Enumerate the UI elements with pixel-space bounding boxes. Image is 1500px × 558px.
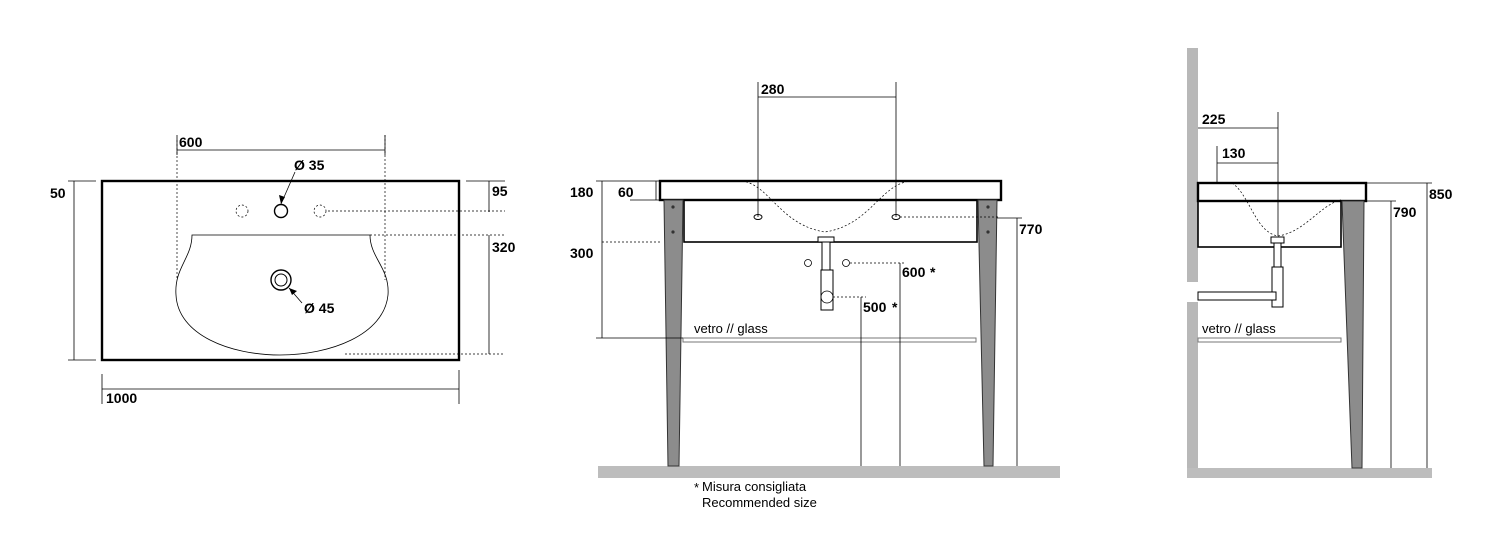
front-leg-right bbox=[977, 199, 998, 467]
side-glass-shelf bbox=[1197, 337, 1342, 343]
front-leg-left bbox=[663, 199, 684, 467]
side-siphon-waste bbox=[1270, 236, 1285, 244]
front-bowl-width-dimension: 280 bbox=[761, 81, 785, 97]
side-glass-label: vetro // glass bbox=[1202, 321, 1276, 336]
front-siphon-low-dimension: 500 bbox=[863, 299, 887, 315]
plan-outline bbox=[100, 179, 461, 362]
side-apron bbox=[1197, 200, 1342, 248]
front-note-line2: Recommended size bbox=[702, 495, 817, 510]
plan-tap-spacing-dimension: 600 bbox=[179, 134, 203, 150]
front-leg-height-dimension: 770 bbox=[1019, 221, 1043, 237]
front-bowl bbox=[741, 180, 911, 233]
front-siphon-waste bbox=[817, 236, 835, 243]
side-wall-upper bbox=[1187, 48, 1198, 282]
front-siphon-trap bbox=[820, 269, 834, 311]
side-floor bbox=[1187, 468, 1432, 478]
side-view: vetro // glass 225 130 790 850 bbox=[1187, 48, 1453, 478]
side-total-height-dimension: 850 bbox=[1429, 186, 1453, 202]
tap-hole bbox=[273, 203, 289, 219]
side-height-dimension: 790 bbox=[1393, 204, 1417, 220]
tap-hole-right-optional bbox=[313, 204, 327, 218]
plan-width-dimension: 1000 bbox=[106, 390, 137, 406]
front-top-thickness-dimension: 60 bbox=[618, 184, 634, 200]
plan-waste-hole-dimension: Ø 45 bbox=[304, 300, 335, 316]
waste-hole-outer bbox=[270, 269, 292, 291]
waste-hole-inner bbox=[274, 273, 288, 287]
plan-tap-hole-dimension: Ø 35 bbox=[294, 157, 325, 173]
side-siphon-pipe bbox=[1197, 291, 1277, 301]
svg-text:*: * bbox=[694, 480, 699, 495]
side-bowl bbox=[1231, 182, 1342, 237]
front-view: vetro // glass 280 180 60 300 770 600 * … bbox=[570, 81, 1060, 510]
side-waste-wall-dimension: 130 bbox=[1222, 145, 1246, 161]
plan-basin-depth-dimension: 320 bbox=[492, 239, 516, 255]
side-tap-wall-dimension: 225 bbox=[1202, 111, 1226, 127]
plan-tap-offset-dimension: 95 bbox=[492, 183, 508, 199]
front-floor bbox=[598, 466, 1060, 478]
svg-text:*: * bbox=[930, 264, 936, 280]
side-wall-lower bbox=[1187, 302, 1198, 478]
front-note-line1: Misura consigliata bbox=[702, 479, 807, 494]
svg-text:*: * bbox=[892, 299, 898, 315]
tap-hole-left-optional bbox=[235, 204, 249, 218]
plan-view: 50 1000 600 Ø 35 Ø 45 95 320 bbox=[50, 134, 516, 406]
front-countertop bbox=[658, 179, 1003, 202]
front-glass-shelf bbox=[682, 337, 977, 343]
side-siphon-trap bbox=[1271, 266, 1284, 308]
front-apron bbox=[683, 199, 978, 243]
front-glass-label: vetro // glass bbox=[694, 321, 768, 336]
front-shelf-offset-dimension: 300 bbox=[570, 245, 594, 261]
side-countertop bbox=[1196, 181, 1368, 203]
plan-depth-dimension: 50 bbox=[50, 185, 66, 201]
front-top-height-dimension: 180 bbox=[570, 184, 594, 200]
front-siphon-high-dimension: 600 bbox=[902, 264, 926, 280]
side-leg bbox=[1341, 200, 1365, 469]
plan-basin bbox=[175, 234, 389, 356]
